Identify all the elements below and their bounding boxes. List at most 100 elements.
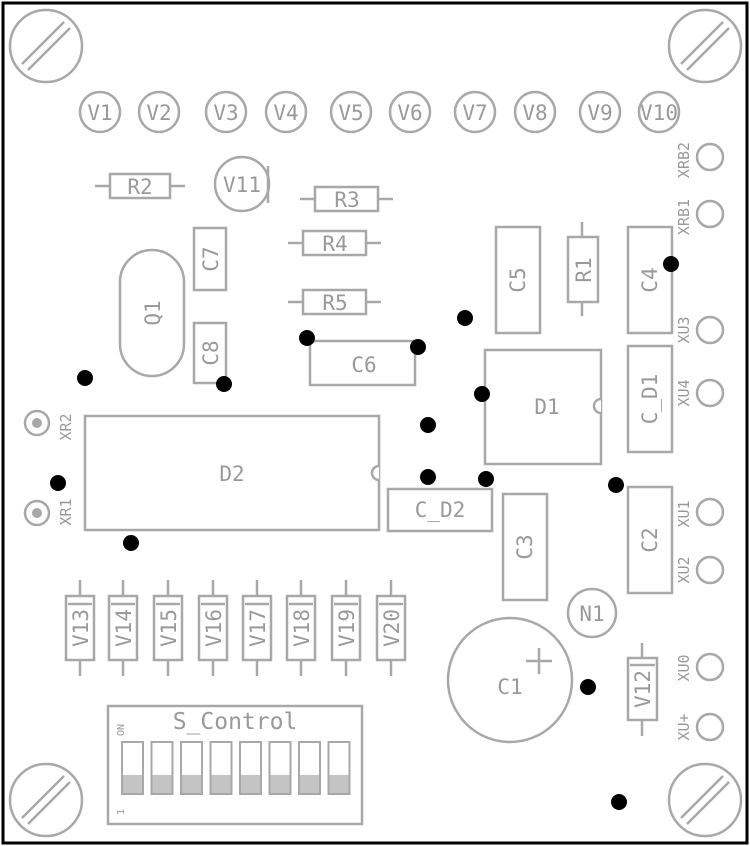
via xyxy=(410,339,426,355)
led-v16: V16 xyxy=(197,580,229,676)
dip-slot-knob xyxy=(152,775,172,793)
dip-switch-label: S_Control xyxy=(173,709,298,735)
via xyxy=(420,417,436,433)
capacitor-c-d2-label: C_D2 xyxy=(415,498,466,522)
capacitor-c3-label: C3 xyxy=(513,534,537,559)
led-v7-label: V7 xyxy=(462,101,487,125)
capacitor-c6-label: C6 xyxy=(351,353,376,377)
capacitor-c8: C8 xyxy=(192,321,228,385)
led-v6-label: V6 xyxy=(397,101,422,125)
vias xyxy=(50,256,679,810)
connector-xu2: XU2 xyxy=(675,555,725,585)
led-v9-label: V9 xyxy=(587,101,612,125)
led-v8-label: V8 xyxy=(522,101,547,125)
dip-slot-knob xyxy=(270,775,290,793)
via xyxy=(580,679,596,695)
ic-d2: D2 xyxy=(83,414,381,532)
ic-d1-label: D1 xyxy=(534,395,559,419)
dip-slot-knob xyxy=(241,775,260,793)
led-v15-label: V15 xyxy=(157,609,181,647)
via xyxy=(420,469,436,485)
resistor-r2-label: R2 xyxy=(127,175,152,199)
capacitor-c5: C5 xyxy=(494,225,542,335)
led-v9: V9 xyxy=(578,90,622,134)
dip-switch-slots xyxy=(121,741,351,795)
led-v15: V15 xyxy=(152,580,184,676)
led-v2: V2 xyxy=(137,90,181,134)
dip-one-label: 1 xyxy=(116,809,127,815)
resistor-r5: R5 xyxy=(288,288,381,316)
capacitor-c5-label: C5 xyxy=(506,267,530,292)
connector-xr2: XR2 xyxy=(23,409,75,441)
connector-xu-plus: XU+ xyxy=(675,712,725,742)
capacitor-c4-label: C4 xyxy=(638,267,662,292)
resistor-r2: R2 xyxy=(95,172,185,200)
mount-hole-top-right xyxy=(667,8,743,84)
capacitor-c1-label: C1 xyxy=(497,675,522,699)
capacitor-c-d2: C_D2 xyxy=(386,487,494,533)
led-v8: V8 xyxy=(513,90,557,134)
crystal-q1-label: Q1 xyxy=(141,300,165,325)
mount-hole-top-left xyxy=(8,8,84,84)
dip-switch-s-control: S_Control ON 1 xyxy=(106,704,364,826)
led-v14: V14 xyxy=(107,580,139,676)
resistor-r4-label: R4 xyxy=(322,232,347,256)
via xyxy=(663,256,679,272)
led-v13-label: V13 xyxy=(69,609,93,647)
led-v11: V11 xyxy=(213,155,271,213)
capacitor-c4: C4 xyxy=(626,225,674,335)
led-v4: V4 xyxy=(264,90,308,134)
dip-slot-knob xyxy=(123,775,142,793)
led-v13: V13 xyxy=(64,580,96,676)
led-v5: V5 xyxy=(329,90,373,134)
ic-d2-label: D2 xyxy=(219,462,244,486)
connector-xu-plus-label: XU+ xyxy=(675,713,693,740)
capacitor-c-d1: C_D1 xyxy=(626,344,674,454)
via xyxy=(457,310,473,326)
resistor-r1: R1 xyxy=(566,222,600,316)
led-v17: V17 xyxy=(241,580,273,676)
dip-slot-knob xyxy=(182,775,201,793)
mount-hole-bottom-left xyxy=(8,762,84,838)
led-v7: V7 xyxy=(453,90,497,134)
resistor-r4: R4 xyxy=(288,229,381,257)
diode-v12: V12 xyxy=(626,643,659,736)
connector-xu3: XU3 xyxy=(675,315,725,345)
led-v17-label: V17 xyxy=(246,609,270,647)
led-v19: V19 xyxy=(330,580,362,676)
connector-xrb1-label: XRB1 xyxy=(675,199,693,235)
connector-xr1: XR1 xyxy=(23,498,75,527)
connector-xrb1: XRB1 xyxy=(675,199,725,235)
capacitor-c2: C2 xyxy=(626,485,674,595)
resistor-r1-label: R1 xyxy=(572,257,596,282)
led-v16-label: V16 xyxy=(202,609,226,647)
connector-xu4-label: XU4 xyxy=(675,379,693,406)
connector-xu0: XU0 xyxy=(675,652,725,682)
led-v14-label: V14 xyxy=(112,609,136,647)
connector-xu1-label: XU1 xyxy=(675,500,693,527)
ic-d1: D1 xyxy=(483,348,603,466)
via xyxy=(216,376,232,392)
component-n1: N1 xyxy=(566,587,618,639)
led-v18: V18 xyxy=(285,580,317,676)
resistor-r3: R3 xyxy=(300,185,393,213)
diode-v12-label: V12 xyxy=(631,670,655,708)
capacitor-c2-label: C2 xyxy=(638,527,662,552)
capacitor-c7-label: C7 xyxy=(199,246,223,271)
dip-on-label: ON xyxy=(116,724,127,736)
dip-slot-knob xyxy=(329,775,349,793)
via xyxy=(611,794,627,810)
connector-xrb2: XRB2 xyxy=(675,142,725,178)
connector-xu1: XU1 xyxy=(675,497,725,528)
via xyxy=(50,475,66,491)
led-v20-label: V20 xyxy=(380,609,404,647)
crystal-q1: Q1 xyxy=(118,248,186,378)
led-v4-label: V4 xyxy=(273,101,298,125)
led-v3: V3 xyxy=(204,90,248,134)
connector-xr1-label: XR1 xyxy=(57,498,75,525)
capacitor-c1: C1 xyxy=(446,616,574,744)
connector-xu4: XU4 xyxy=(675,378,725,408)
capacitor-c8-label: C8 xyxy=(199,340,223,365)
led-v3-label: V3 xyxy=(213,101,238,125)
